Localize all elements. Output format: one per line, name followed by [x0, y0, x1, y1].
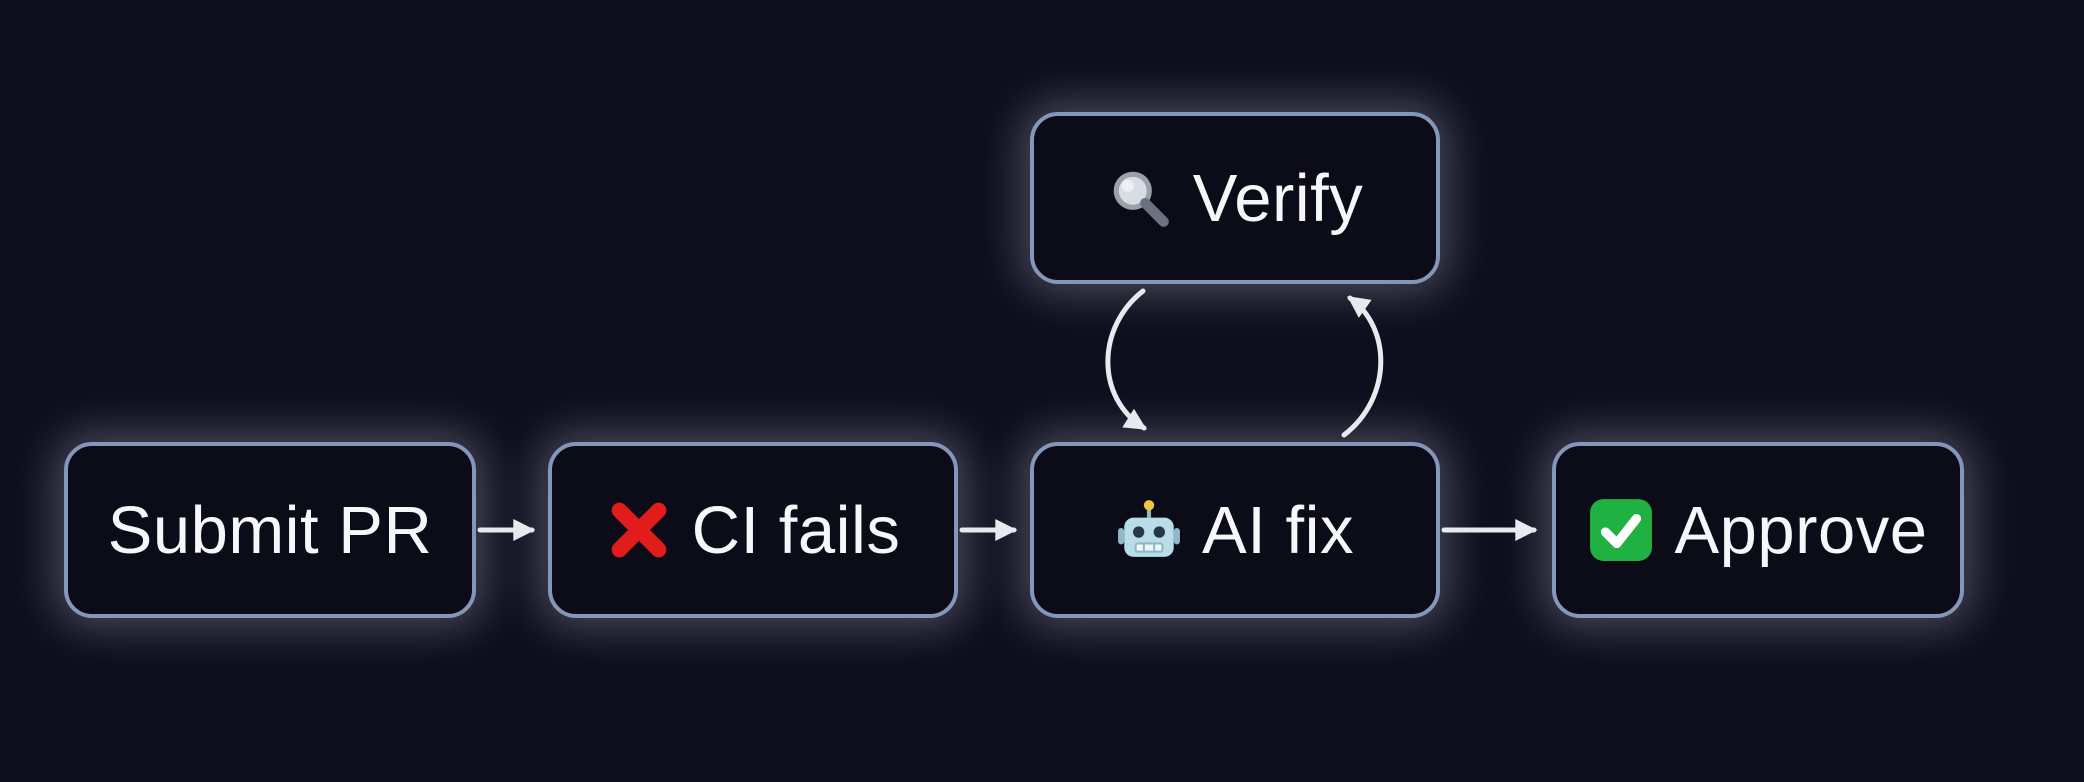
edge-aifix-to-verify	[1341, 295, 1384, 438]
node-submit-pr: Submit PR	[64, 442, 476, 618]
node-label: AI fix	[1202, 492, 1354, 568]
node-label: Submit PR	[107, 492, 433, 568]
node-label: Approve	[1674, 492, 1928, 568]
robot-icon	[1116, 497, 1182, 563]
edge-verify-to-aifix	[1105, 288, 1147, 431]
red-x-icon	[606, 497, 672, 563]
node-label: Verify	[1192, 160, 1364, 236]
node-ci-fails: CI fails	[548, 442, 958, 618]
node-label: CI fails	[691, 492, 901, 568]
node-ai-fix: AI fix	[1030, 442, 1440, 618]
node-approve: Approve	[1552, 442, 1964, 618]
node-verify: Verify	[1030, 112, 1440, 284]
green-check-icon	[1588, 497, 1654, 563]
magnifying-glass-icon	[1107, 165, 1173, 231]
